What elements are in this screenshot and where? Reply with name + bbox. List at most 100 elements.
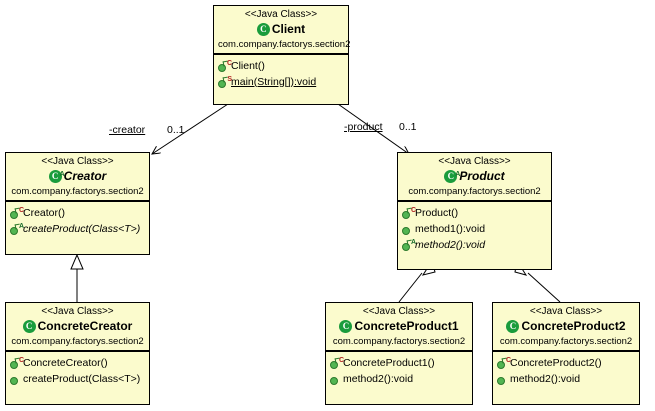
abstract-method-icon: A	[9, 222, 24, 236]
stereotype-label: <<Java Class>>	[41, 306, 114, 317]
method-icon	[9, 372, 22, 386]
class-icon: C	[339, 320, 353, 333]
member-label: Client()	[231, 59, 265, 72]
constructor-method-icon: C	[9, 206, 24, 220]
class-icon: C	[256, 23, 270, 36]
method-icon	[401, 222, 414, 236]
method-icon	[496, 372, 509, 386]
class-name-label: Client	[271, 22, 306, 36]
class-name-label: Product	[459, 169, 505, 183]
member-row[interactable]: method2():void	[329, 371, 470, 387]
member-label: Creator()	[23, 206, 66, 219]
class-icon: C	[506, 320, 520, 333]
member-label: method2():void	[415, 238, 486, 251]
constructor-method-icon: C	[496, 356, 511, 370]
member-modifier-sup: A	[18, 223, 24, 230]
abstract-marker-sup: A	[455, 171, 461, 178]
stereotype-label: <<Java Class>>	[41, 156, 114, 167]
stereotype-label: <<Java Class>>	[529, 306, 603, 317]
class-title-row: C Client	[218, 22, 344, 37]
stereotype-label: <<Java Class>>	[362, 306, 436, 317]
member-modifier-sup: C	[338, 357, 344, 364]
association-client-creator	[152, 103, 229, 154]
class-box-concreteproduct1[interactable]: <<Java Class>> C ConcreteProduct1 com.co…	[325, 302, 473, 405]
class-members-concreteproduct1: C ConcreteProduct1() method2():void	[326, 351, 472, 404]
class-header-concreteproduct1: <<Java Class>> C ConcreteProduct1 com.co…	[326, 303, 472, 351]
member-label: Product()	[415, 206, 459, 219]
member-label: method2():void	[343, 372, 414, 385]
member-row[interactable]: C Product()	[401, 205, 549, 221]
member-modifier-sup: C	[18, 357, 24, 364]
member-modifier-sup: C	[505, 357, 511, 364]
class-members-concretecreator: C ConcreteCreator() createProduct(Class<…	[6, 351, 149, 404]
class-name-label: ConcreteProduct1	[354, 319, 459, 333]
class-box-product[interactable]: <<Java Class>> C A Product com.company.f…	[397, 152, 552, 270]
association-role-creator: -creator	[109, 124, 146, 136]
generalization-concretecreator-creator	[70, 253, 84, 302]
abstract-marker-sup: A	[59, 171, 65, 178]
member-row[interactable]: createProduct(Class<T>)	[9, 371, 147, 387]
class-name-label: ConcreteCreator	[37, 319, 133, 333]
class-title-row: C ConcreteProduct2	[497, 319, 635, 334]
member-modifier-sup: A	[410, 239, 416, 246]
member-label: method2():void	[510, 372, 581, 385]
class-box-concretecreator[interactable]: <<Java Class>> C ConcreteCreator com.com…	[5, 302, 150, 405]
class-members-product: C Product() method1():void A method2():v…	[398, 201, 551, 269]
class-icon: C	[22, 320, 36, 333]
member-row[interactable]: A method2():void	[401, 237, 549, 253]
member-modifier-sup: S	[227, 76, 232, 83]
class-name-label: ConcreteProduct2	[521, 319, 626, 333]
member-row[interactable]: C ConcreteProduct1()	[329, 355, 470, 371]
member-label: ConcreteProduct1()	[343, 356, 435, 369]
member-row[interactable]: A createProduct(Class<T>)	[9, 221, 147, 237]
member-label: ConcreteCreator()	[23, 356, 108, 369]
static-method-icon: S	[217, 75, 232, 89]
member-row[interactable]: C ConcreteCreator()	[9, 355, 147, 371]
class-title-row: C ConcreteCreator	[10, 319, 145, 334]
class-members-creator: C Creator() A createProduct(Class<T>)	[6, 201, 149, 254]
class-title-row: C ConcreteProduct1	[330, 319, 468, 334]
class-box-client[interactable]: <<Java Class>> C Client com.company.fact…	[213, 5, 351, 105]
association-multiplicity-product: 0..1	[399, 121, 417, 133]
package-label: com.company.factorys.section2	[408, 186, 541, 197]
class-header-concreteproduct2: <<Java Class>> C ConcreteProduct2 com.co…	[493, 303, 639, 351]
member-modifier-sup: C	[226, 60, 232, 67]
association-role-product: -product	[344, 121, 383, 133]
stereotype-label: <<Java Class>>	[438, 156, 511, 167]
constructor-method-icon: C	[401, 206, 416, 220]
class-box-concreteproduct2[interactable]: <<Java Class>> C ConcreteProduct2 com.co…	[492, 302, 640, 405]
abstract-class-icon: C A	[444, 170, 461, 183]
class-header-client: <<Java Class>> C Client com.company.fact…	[214, 6, 351, 54]
member-modifier-sup: C	[18, 207, 24, 214]
member-row[interactable]: method1():void	[401, 221, 549, 237]
class-header-product: <<Java Class>> C A Product com.company.f…	[398, 153, 551, 201]
member-label: createProduct(Class<T>)	[23, 222, 141, 235]
constructor-method-icon: C	[329, 356, 344, 370]
package-label: com.company.factorys.section2	[499, 336, 633, 347]
association-multiplicity-creator: 0..1	[167, 124, 185, 136]
class-members-concreteproduct2: C ConcreteProduct2() method2():void	[493, 351, 639, 404]
class-header-creator: <<Java Class>> C A Creator com.company.f…	[6, 153, 149, 201]
class-members-client: C Client() S main(String[]):void	[214, 54, 348, 104]
class-title-row: C A Creator	[10, 169, 145, 184]
constructor-method-icon: C	[9, 356, 24, 370]
method-icon	[329, 372, 342, 386]
member-row[interactable]: C Client()	[217, 58, 346, 74]
abstract-method-icon: A	[401, 238, 416, 252]
member-label: main(String[]):void	[231, 75, 317, 88]
stereotype-label: <<Java Class>>	[244, 9, 318, 20]
class-title-row: C A Product	[402, 169, 547, 184]
member-label: ConcreteProduct2()	[510, 356, 602, 369]
class-name-label: Creator	[63, 169, 107, 183]
class-header-concretecreator: <<Java Class>> C ConcreteCreator com.com…	[6, 303, 149, 351]
package-label: com.company.factorys.section2	[11, 186, 144, 197]
package-label: com.company.factorys.section2	[218, 39, 351, 50]
member-row[interactable]: method2():void	[496, 371, 637, 387]
abstract-class-icon: C A	[48, 170, 65, 183]
member-row[interactable]: C ConcreteProduct2()	[496, 355, 637, 371]
class-box-creator[interactable]: <<Java Class>> C A Creator com.company.f…	[5, 152, 150, 255]
member-label: createProduct(Class<T>)	[23, 372, 141, 385]
member-row[interactable]: C Creator()	[9, 205, 147, 221]
package-label: com.company.factorys.section2	[332, 336, 466, 347]
member-row[interactable]: S main(String[]):void	[217, 74, 346, 90]
